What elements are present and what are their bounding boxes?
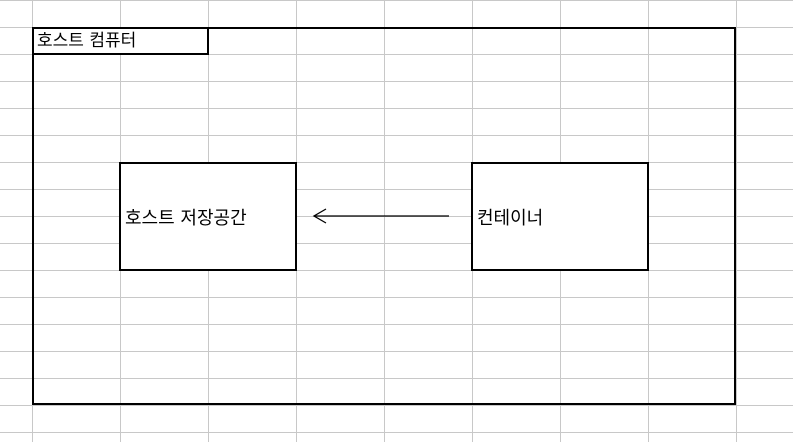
container-label: 컨테이너 <box>477 208 544 229</box>
host-computer-box <box>32 27 736 405</box>
host-computer-label: 호스트 컴퓨터 <box>32 27 209 55</box>
container-box: 컨테이너 <box>471 162 649 271</box>
host-storage-label: 호스트 저장공간 <box>125 208 247 229</box>
host-storage-box: 호스트 저장공간 <box>119 162 297 271</box>
